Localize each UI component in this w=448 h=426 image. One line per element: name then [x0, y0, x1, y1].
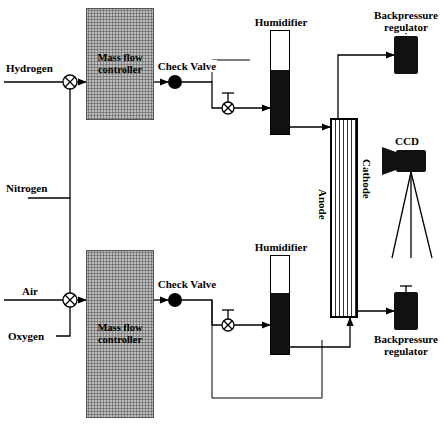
node-label: Check Valve — [157, 278, 217, 290]
mass-flow-controller: Mass flow controller — [86, 8, 154, 120]
gas-label: Air — [22, 285, 38, 297]
tripod-leg — [410, 172, 411, 258]
humidifier: Humidifier — [270, 255, 290, 355]
pipe-connector — [154, 299, 168, 300]
node-label: CCD — [394, 135, 420, 147]
gas-label: Oxygen — [8, 330, 44, 342]
tripod-leg — [392, 172, 411, 258]
node-label: Humidifier — [254, 241, 309, 253]
nitrogen-branch — [28, 197, 70, 198]
backpressure-regulator: Backpressure regulator — [394, 292, 418, 330]
humidifier: Humidifier — [270, 30, 290, 135]
node-label: Mass flow controller — [89, 322, 151, 345]
pipe-connector — [290, 126, 330, 127]
check-valve: Check Valve — [168, 293, 182, 307]
pipe-connector — [154, 81, 168, 82]
needle-valve — [222, 93, 234, 114]
nitrogen-line — [69, 89, 70, 293]
node-label: Check Valve — [157, 60, 217, 72]
camera-lens — [382, 147, 396, 175]
bypass-line — [212, 60, 250, 82]
air-line — [4, 299, 63, 300]
gas-label: Hydrogen — [6, 62, 53, 74]
backpressure-regulator: Backpressure regulator — [394, 36, 418, 74]
air-feed — [77, 299, 86, 300]
gas-label: Nitrogen — [6, 182, 47, 194]
mass-flow-controller: Mass flow controller — [86, 250, 154, 418]
fuel-cell: AnodeCathode — [330, 118, 358, 318]
node-label: Backpressure regulator — [369, 333, 443, 357]
gas-valve — [63, 75, 77, 89]
gas-valve — [63, 293, 77, 307]
regulator-knob — [400, 285, 412, 286]
pipe-connector — [338, 55, 394, 118]
tripod-leg — [411, 172, 432, 258]
node-label: Anode — [317, 188, 329, 221]
oxygen-line — [56, 307, 70, 336]
hydrogen-line — [4, 81, 63, 82]
bypass-line — [212, 300, 322, 398]
node-label: Cathode — [361, 158, 373, 200]
ccd-camera: CCD — [396, 150, 426, 172]
hydrogen-feed — [77, 81, 86, 82]
pipe-connector — [290, 318, 350, 347]
node-label: Mass flow controller — [89, 52, 151, 75]
needle-valve — [222, 310, 234, 331]
node-label: Backpressure regulator — [369, 9, 443, 33]
node-label: Humidifier — [254, 16, 309, 28]
check-valve: Check Valve — [168, 75, 182, 89]
pipe-connector — [358, 310, 394, 311]
